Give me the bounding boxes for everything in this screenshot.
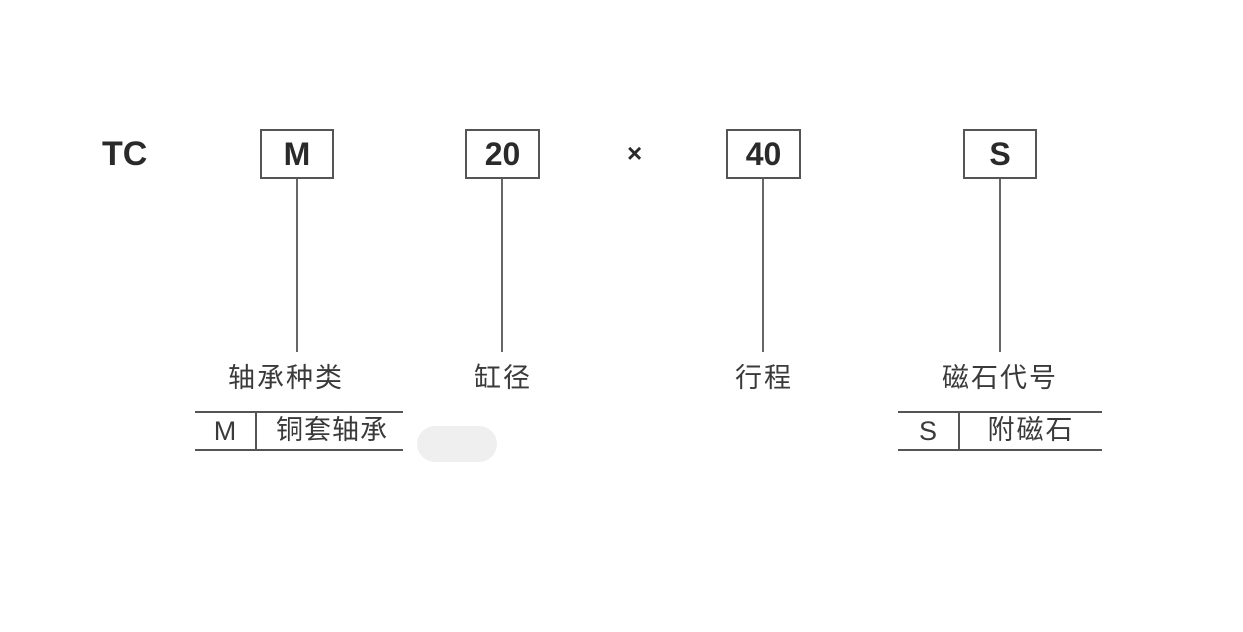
segment-label-bearing-type: 轴承种类 xyxy=(228,363,344,394)
segment-box-bore: 20 xyxy=(465,129,540,179)
option-desc: 铜套轴承 xyxy=(276,415,388,446)
model-prefix: TC xyxy=(102,135,148,173)
segment-label-stroke: 行程 xyxy=(735,363,793,394)
segment-label-magnet: 磁石代号 xyxy=(942,363,1058,394)
segment-label-bore: 缸径 xyxy=(474,363,532,394)
placeholder-pill xyxy=(417,426,497,462)
options-table-magnet: S 附磁石 xyxy=(898,411,1102,451)
connector-line xyxy=(296,179,298,352)
connector-line xyxy=(762,179,764,352)
connector-line xyxy=(501,179,503,352)
segment-box-magnet: S xyxy=(963,129,1037,179)
option-code: M xyxy=(195,413,257,449)
option-desc: 附磁石 xyxy=(987,415,1075,446)
options-table-bearing-type: M 铜套轴承 xyxy=(195,411,403,451)
segment-box-stroke: 40 xyxy=(726,129,801,179)
connector-line xyxy=(999,179,1001,352)
option-code: S xyxy=(898,413,960,449)
times-separator: × xyxy=(627,138,643,168)
segment-box-bearing-type: M xyxy=(260,129,334,179)
